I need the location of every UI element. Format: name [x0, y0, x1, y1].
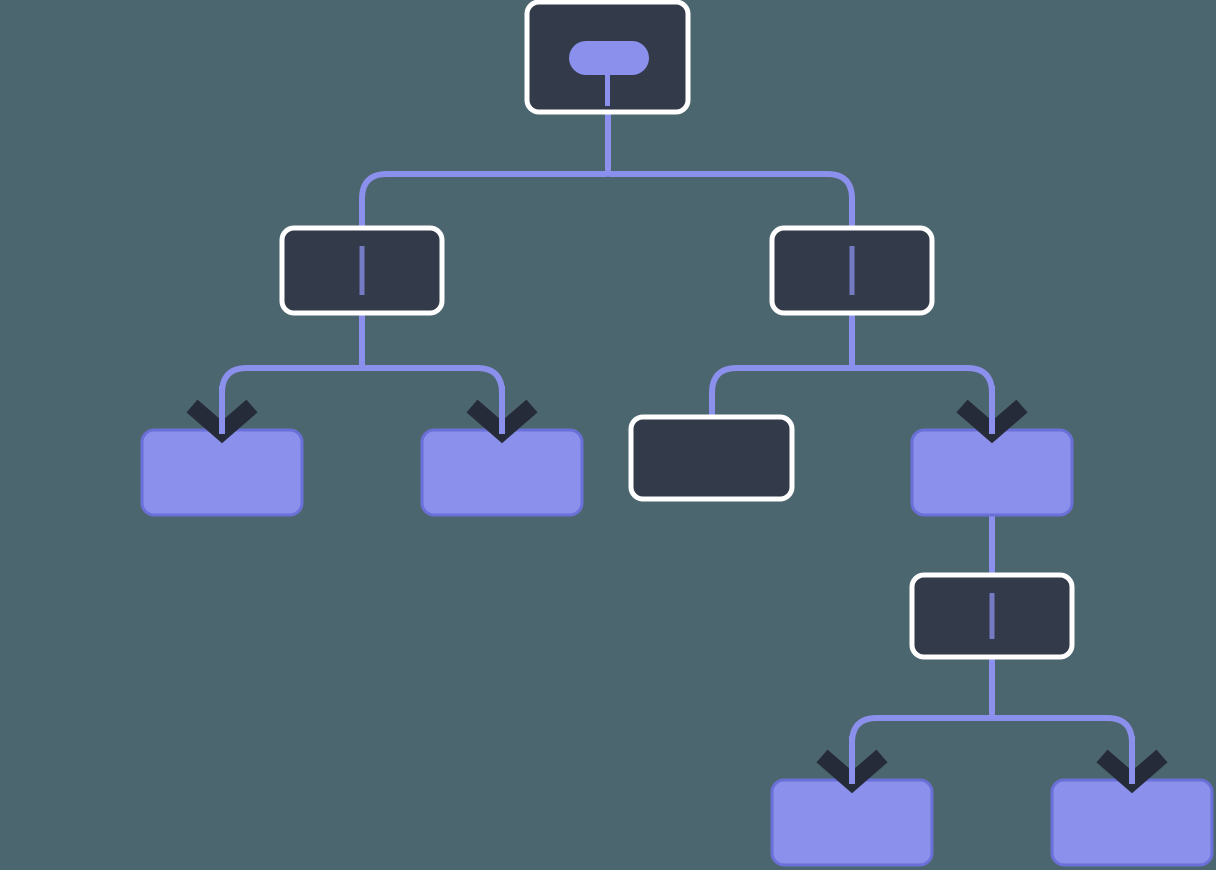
root-node[interactable]: [524, 0, 691, 115]
edges-layer: [219, 75, 1135, 782]
level3-dark-node[interactable]: [909, 572, 1075, 660]
level1-right-node[interactable]: [769, 225, 935, 316]
level2-dark-node-shape: [628, 414, 795, 502]
level2-dark-node[interactable]: [628, 414, 795, 502]
root-pill-badge: [569, 41, 649, 75]
arrowheads-layer: [186, 386, 1168, 794]
nodes-layer: [140, 0, 1214, 867]
edge-level1-right-to-dark-node[interactable]: [709, 260, 855, 417]
level1-left-node[interactable]: [279, 225, 445, 316]
edge-root-to-level1-right[interactable]: [605, 75, 855, 345]
